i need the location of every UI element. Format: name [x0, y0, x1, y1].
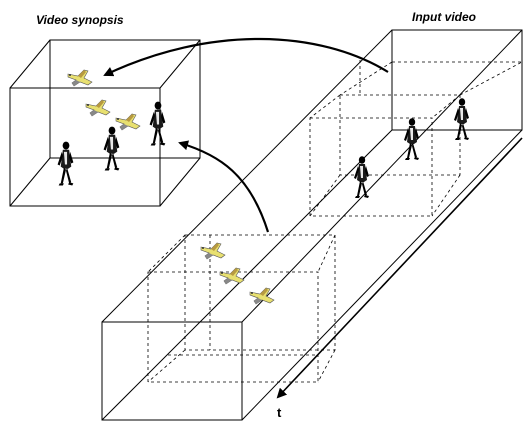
time-axis-arrow: [276, 137, 523, 399]
walking-person-icon: [103, 126, 120, 171]
input-dashed-upper: [309, 60, 523, 217]
synopsis-label: Video synopsis: [36, 13, 124, 27]
bird-icon: [219, 267, 245, 285]
walking-person-icon: [149, 101, 166, 146]
walking-person-icon: [57, 141, 74, 186]
input-video-label: Input video: [412, 10, 476, 24]
time-axis-label: t: [277, 405, 282, 420]
synopsis-cube: [9, 39, 201, 207]
walking-person-icon: [454, 98, 469, 140]
bird-icon: [67, 69, 93, 87]
bird-icon: [85, 99, 111, 117]
bird-icon: [200, 242, 226, 260]
arrow-lower-to-synopsis: [178, 140, 270, 233]
bird-icon: [115, 113, 141, 131]
arrow-input-to-synopsis: [103, 37, 389, 77]
input-video-box: [101, 29, 523, 421]
